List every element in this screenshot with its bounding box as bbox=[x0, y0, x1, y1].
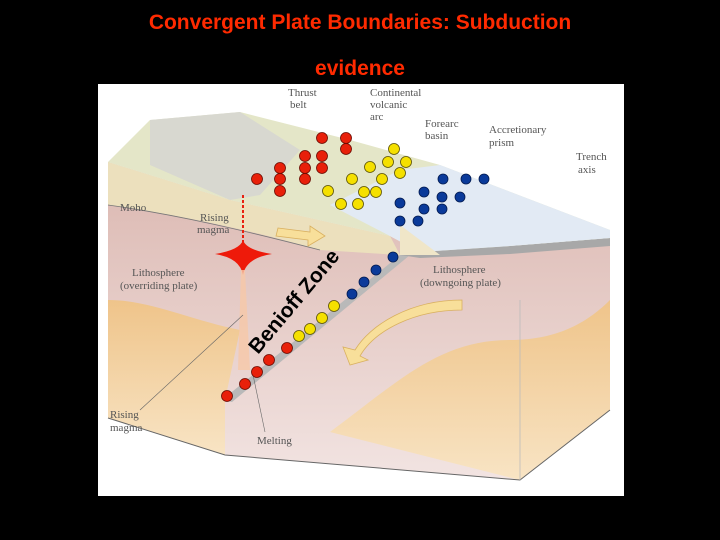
svg-text:prism: prism bbox=[489, 137, 515, 149]
svg-text:Continental: Continental bbox=[370, 87, 421, 99]
svg-text:volcanic: volcanic bbox=[370, 99, 407, 111]
svg-text:(overriding plate): (overriding plate) bbox=[120, 280, 198, 292]
plate-motion-arrow-right bbox=[275, 225, 326, 247]
svg-text:Rising: Rising bbox=[110, 409, 139, 421]
svg-text:Rising: Rising bbox=[200, 212, 229, 224]
svg-text:arc: arc bbox=[370, 111, 384, 123]
svg-text:(downgoing plate): (downgoing plate) bbox=[420, 277, 501, 289]
svg-text:Moho: Moho bbox=[120, 202, 147, 214]
svg-text:axis: axis bbox=[578, 164, 596, 176]
rising-magma bbox=[215, 195, 272, 370]
slide-title: Convergent Plate Boundaries: Subduction bbox=[148, 11, 572, 34]
svg-text:magma: magma bbox=[197, 224, 229, 236]
plate-motion-arrow-downgoing bbox=[342, 299, 463, 366]
svg-text:Trench: Trench bbox=[576, 151, 607, 163]
svg-text:Melting: Melting bbox=[257, 435, 292, 447]
svg-text:Lithosphere: Lithosphere bbox=[433, 264, 486, 276]
svg-text:Accretionary: Accretionary bbox=[489, 124, 547, 136]
subduction-diagram: Thrust belt Continental volcanic arc For… bbox=[98, 84, 624, 496]
svg-text:magma: magma bbox=[110, 422, 142, 434]
svg-text:Forearc: Forearc bbox=[425, 118, 459, 130]
earthquake-foci-intermediate bbox=[293, 143, 412, 342]
earthquake-foci-shallow bbox=[346, 173, 490, 300]
svg-text:basin: basin bbox=[425, 130, 449, 142]
svg-text:Thrust: Thrust bbox=[288, 87, 317, 99]
svg-text:belt: belt bbox=[290, 99, 307, 111]
earthquake-foci-deep bbox=[221, 132, 352, 402]
slide-subtitle: evidence bbox=[315, 57, 405, 80]
diagram-labels: Thrust belt Continental volcanic arc For… bbox=[110, 87, 607, 447]
svg-text:Lithosphere: Lithosphere bbox=[132, 267, 185, 279]
block-front-face bbox=[107, 162, 611, 481]
